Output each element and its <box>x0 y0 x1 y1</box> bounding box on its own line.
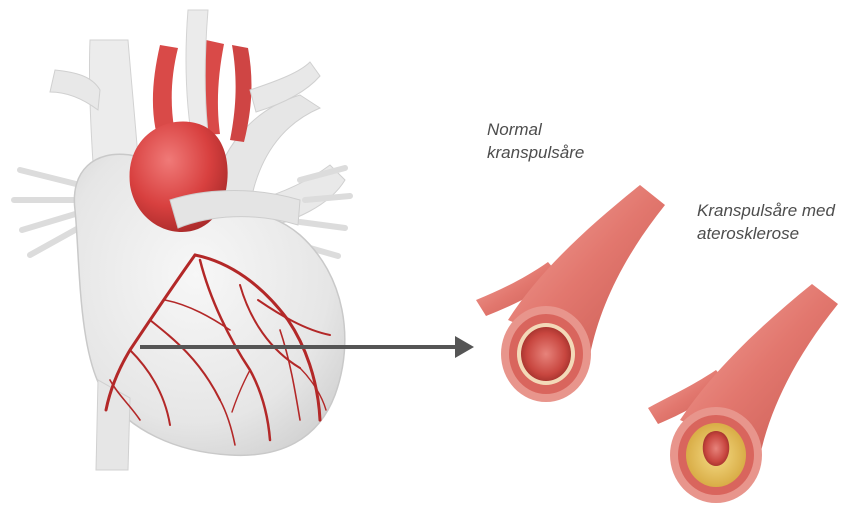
normal-artery-label-line-1: Normal <box>487 118 584 141</box>
atherosclerotic-artery-label-line-2: aterosklerose <box>697 222 835 245</box>
athero-artery-narrowed-lumen <box>703 431 730 466</box>
normal-artery-label-line-2: kranspulsåre <box>487 141 584 164</box>
atherosclerotic-artery-label-line-1: Kranspulsåre med <box>697 199 835 222</box>
atherosclerotic-artery-label: Kranspulsåre med aterosklerose <box>697 199 835 245</box>
normal-artery-lumen <box>521 327 571 381</box>
normal-artery <box>476 185 665 402</box>
pulmonary-veins-left <box>14 170 84 255</box>
heart <box>14 10 350 470</box>
normal-artery-label: Normal kranspulsåre <box>487 118 584 164</box>
atherosclerotic-artery <box>648 284 838 503</box>
